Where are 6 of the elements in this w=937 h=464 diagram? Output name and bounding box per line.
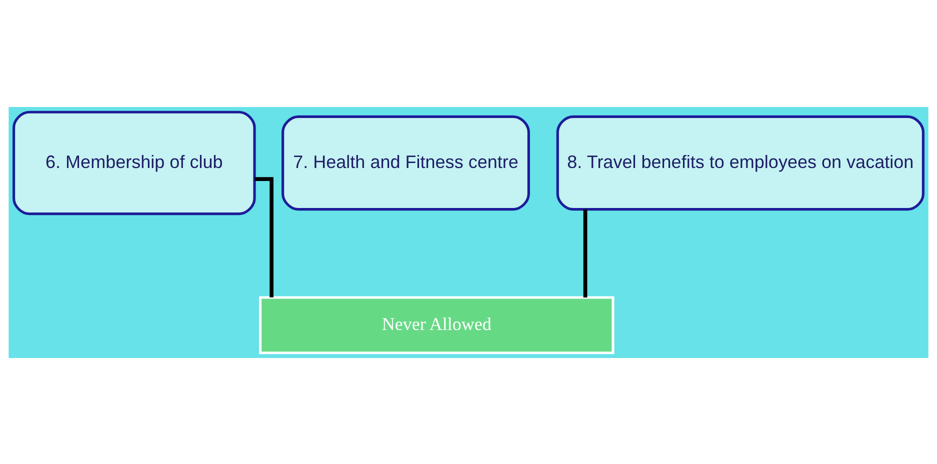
connector: [254, 176, 274, 297]
node-box: 6. Membership of club: [12, 110, 256, 215]
node-box: 7. Health and Fitness centre: [282, 114, 530, 210]
node-box: Never Allowed: [259, 296, 614, 354]
node-box: 8. Travel benefits to employees on vacation: [556, 114, 924, 210]
connector: [583, 208, 588, 297]
